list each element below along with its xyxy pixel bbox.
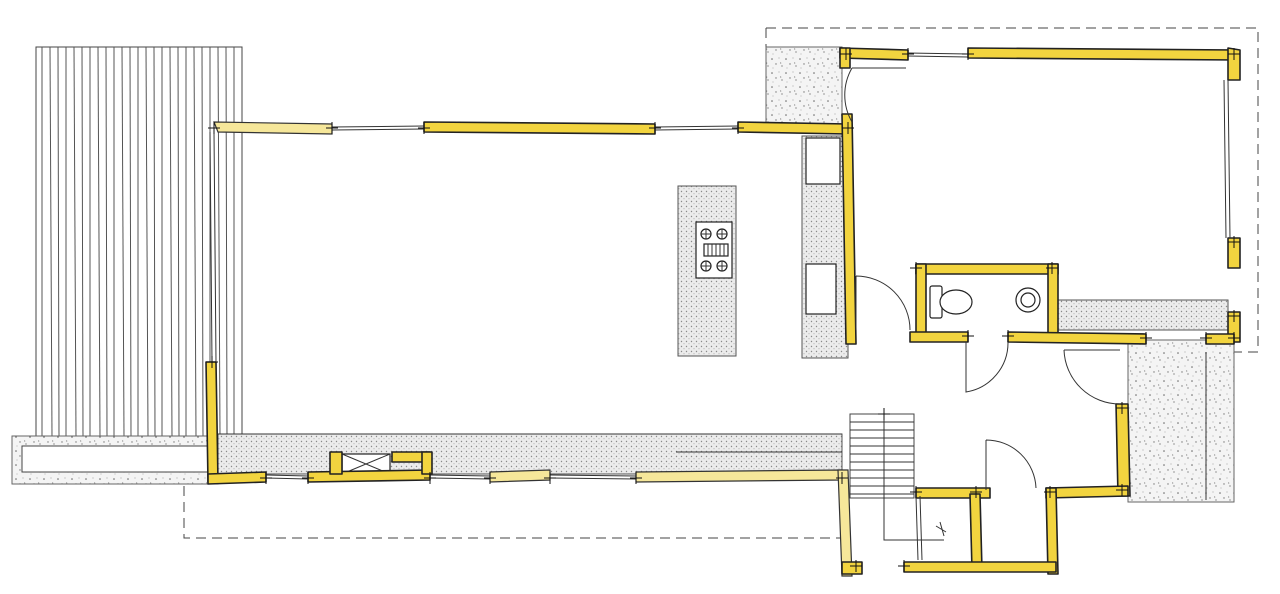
roof-outline-dashed <box>183 27 1259 539</box>
planter-wall <box>11 435 219 485</box>
dishwasher-icon <box>805 263 837 315</box>
stairs <box>849 413 947 541</box>
lower-walls <box>837 403 1131 577</box>
main-room-walls <box>205 113 857 485</box>
deck-boards <box>41 46 235 438</box>
door-swings <box>844 67 1207 500</box>
sink-bath-icon <box>1015 287 1041 313</box>
bath-vanity-counter <box>1055 299 1229 331</box>
wall-end-ticks <box>206 48 1240 572</box>
deck <box>35 46 243 438</box>
concrete-pad-patio <box>1127 339 1235 503</box>
concrete-pad-entry <box>765 46 843 126</box>
built-in-counter-south <box>217 433 843 475</box>
toilet-icon <box>929 285 973 319</box>
sink-icon <box>805 137 841 185</box>
counter-edges <box>218 433 842 453</box>
bathroom-walls <box>909 263 1235 345</box>
windows-main-room <box>209 125 739 480</box>
cooktop-icon <box>695 221 733 279</box>
